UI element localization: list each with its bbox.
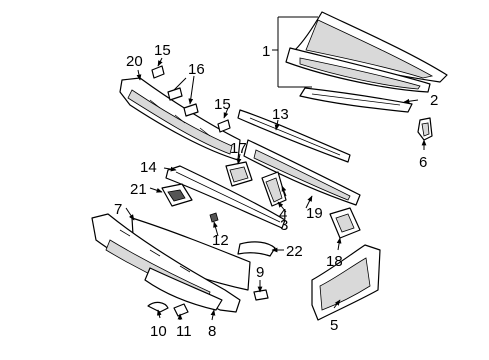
dash-reinforcement-part-20 (119, 77, 241, 161)
bracket-part-17 (225, 161, 253, 187)
callout-4: 4 (279, 206, 287, 223)
plenum-strip-part-13 (237, 109, 351, 163)
bracket-part-6 (417, 117, 433, 141)
leader-lines (125, 16, 427, 321)
clip-part-11 (173, 303, 189, 317)
cowl-lower-panel (299, 87, 413, 113)
callout-10: 10 (150, 323, 167, 340)
clip-part-10 (147, 301, 169, 313)
callout-9: 9 (256, 264, 264, 281)
lower-plenum-part-19 (243, 139, 361, 206)
callout-17: 17 (230, 140, 247, 157)
clip-part-9 (253, 289, 269, 301)
clip-part-15-upper (151, 65, 165, 79)
callout-3: 3 (280, 217, 288, 234)
cross-member-part-14 (165, 165, 286, 229)
callout-22: 22 (286, 243, 303, 260)
callout-7: 7 (114, 201, 122, 218)
callout-15b: 15 (214, 96, 231, 113)
callout-13: 13 (272, 106, 289, 123)
callout-21: 21 (130, 181, 147, 198)
bracket-part-22 (237, 241, 276, 257)
clip-part-15-lower (217, 119, 231, 133)
callout-15a: 15 (154, 42, 171, 59)
callout-19: 19 (306, 205, 323, 222)
callout-1: 1 (262, 43, 270, 60)
callout-18: 18 (326, 253, 343, 270)
insulator-part-8 (144, 267, 223, 311)
cowl-top-panel (285, 11, 448, 93)
callout-6: 6 (419, 154, 427, 171)
callout-2: 2 (430, 92, 438, 109)
bracket-part-18 (329, 207, 361, 239)
side-panel-part-5 (311, 244, 381, 321)
callout-16: 16 (188, 61, 205, 78)
dash-panel-part-7 (91, 213, 251, 313)
callout-20: 20 (126, 53, 143, 70)
callouts: 1 2 3 4 5 6 7 8 9 10 11 12 13 14 15 15 1… (114, 42, 438, 340)
fastener-part-12 (209, 212, 219, 223)
callout-12: 12 (212, 232, 229, 249)
panel-part-4 (261, 171, 287, 207)
block-part-21 (161, 183, 193, 207)
callout-5: 5 (330, 317, 338, 334)
callout-11: 11 (176, 323, 192, 340)
callout-8: 8 (208, 323, 216, 340)
callout-14: 14 (140, 159, 157, 176)
